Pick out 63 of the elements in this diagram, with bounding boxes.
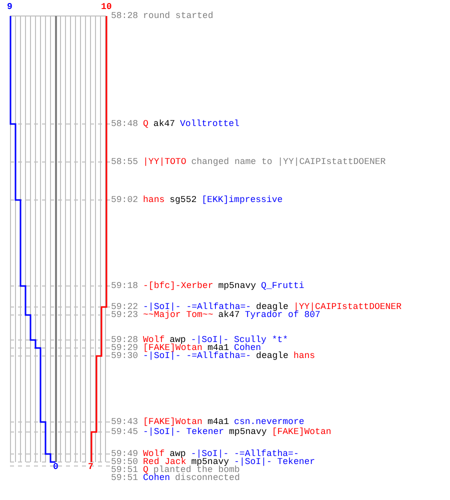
player-name: [FAKE]Wotan [272,428,332,436]
player-name: |YY|TOTO [143,158,186,166]
player-name: Red Jack [143,458,186,466]
timestamp: 59:51 [111,466,138,474]
weapon-name: mp5navy [229,428,267,436]
player-name: -|SoI|- -=Allfatha=- [143,303,252,311]
player-name: Wolf [143,450,165,458]
timestamp: 59:02 [111,196,138,204]
count-label: 0 [53,463,58,472]
timestamp: 59:30 [111,352,138,360]
player-name: ~~Major Tom~~ [143,311,214,319]
weapon-name: m4a1 [207,418,230,426]
count-label: 9 [7,3,12,12]
player-name: Wolf [143,336,165,344]
player-name: csn.nevermore [234,418,304,426]
timestamp: 59:18 [111,282,138,290]
timestamp: 59:28 [111,336,138,344]
player-name: -|SoI|- Tekener [143,428,224,436]
player-name: -|SoI|- Tekener [234,458,316,466]
timestamp: 58:55 [111,158,138,166]
event-text: disconnected [175,474,240,482]
player-name: -|SoI|- -=Allfatha=- [143,352,252,360]
player-name: hans [143,196,165,204]
player-name: [FAKE]Wotan [143,344,202,352]
weapon-name: mp5navy [191,458,230,466]
player-name: Cohen [234,344,262,352]
player-name: -|SoI|- -=Allfatha=- [190,450,299,458]
count-label: 7 [88,463,94,472]
player-name: Q [143,120,148,128]
weapon-name: awp [170,450,186,458]
weapon-name: sg552 [170,196,197,204]
event-text: round started [143,12,214,20]
timestamp: 59:49 [111,450,138,458]
timestamp: 59:51 [111,474,138,482]
weapon-name: ak47 [153,120,176,128]
player-name: [FAKE]Wotan [143,418,202,426]
weapon-name: awp [170,336,186,344]
player-name: Q [143,466,148,474]
weapon-name: mp5navy [218,282,256,290]
player-name: Q_Frutti [261,282,304,290]
count-label: 10 [101,3,112,12]
weapon-name: m4a1 [207,344,230,352]
event-text: changed name to |YY|CAIPIstattDOENER [191,158,386,166]
timestamp: 59:29 [111,344,138,352]
player-name: hans [293,352,316,360]
timestamp: 59:23 [111,311,138,319]
event-text: planted the bomb [153,466,240,474]
timestamp: 58:48 [111,120,138,128]
timestamp: 59:45 [111,428,138,436]
weapon-name: ak47 [218,311,240,319]
player-name: Cohen [143,474,170,482]
timestamp: 59:43 [111,418,138,426]
player-name: -|SoI|- Scully *t* [190,336,288,344]
player-name: |YY|CAIPIstattDOENER [293,303,402,311]
timestamp: 58:28 [111,12,138,20]
timestamp: 59:50 [111,458,138,466]
weapon-name: deagle [256,352,288,360]
timestamp: 59:22 [111,303,138,311]
player-name: -[bfc]-Xerber [143,282,214,290]
weapon-name: deagle [256,303,288,311]
player-name: Volltrottel [180,120,240,128]
player-name: [EKK]impressive [202,196,283,204]
player-name: Tyrador of 807 [244,311,320,319]
